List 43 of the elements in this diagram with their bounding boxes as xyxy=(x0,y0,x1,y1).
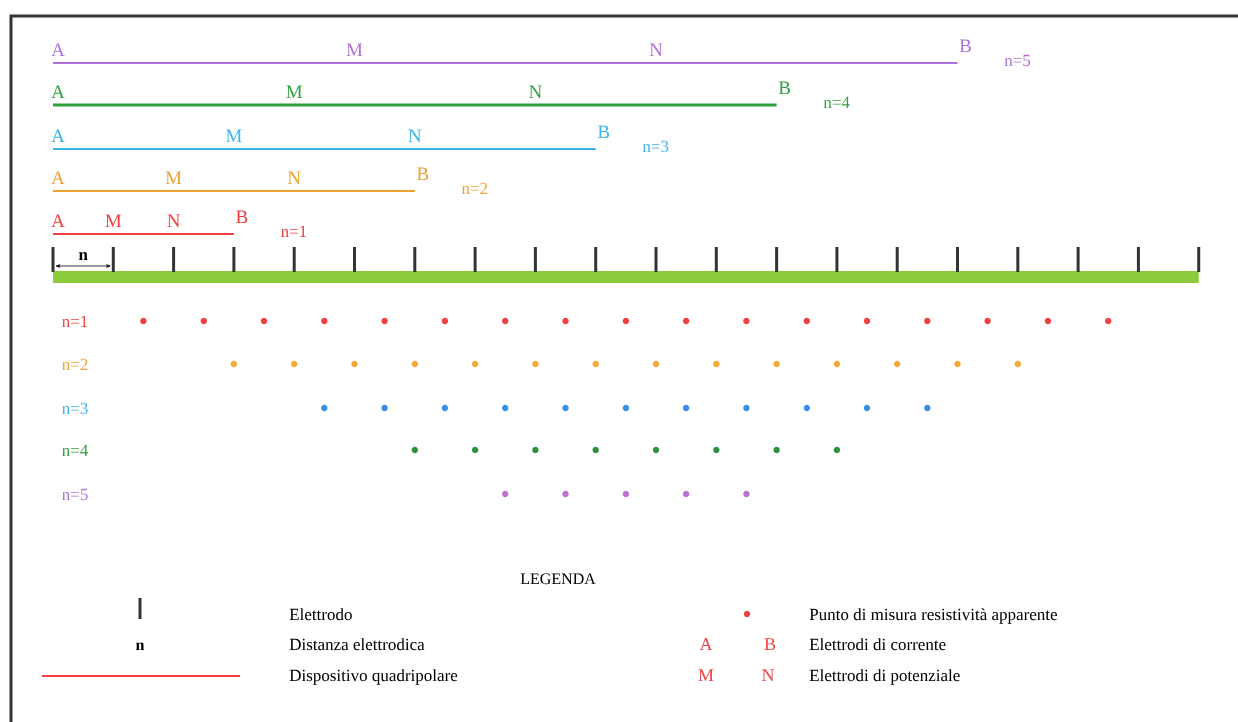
depth-label: n=4 xyxy=(62,444,89,456)
legend-text: Elettrodi di corrente xyxy=(809,638,946,651)
electrode-letter: A xyxy=(51,129,65,142)
spacing-label: n=4 xyxy=(823,96,850,108)
electrode-letter: B xyxy=(778,81,790,95)
electrode-letter: B xyxy=(417,167,429,181)
electrode-letter: B xyxy=(764,638,776,651)
electrode-letter: M xyxy=(165,171,182,184)
electrode-letter: M xyxy=(226,129,242,142)
legend-text: Punto di misura resistività apparente xyxy=(809,608,1057,624)
depth-label: n=3 xyxy=(62,402,88,415)
electrode-letter: N xyxy=(408,129,422,142)
legend-heading: LEGENDA xyxy=(520,573,596,585)
spacing-label: n=5 xyxy=(1004,54,1031,67)
electrode-letter: M xyxy=(105,214,122,227)
electrode-letter: A xyxy=(51,85,65,98)
electrode-letter: A xyxy=(699,638,713,650)
electrode-letter: B xyxy=(597,125,610,139)
spacing-label: n=2 xyxy=(461,182,488,194)
legend-text: Distanza elettrodica xyxy=(289,638,425,651)
electrode-letter: A xyxy=(51,171,65,184)
electrode-letter: N xyxy=(287,171,301,184)
legend-text: Elettrodi di potenziale xyxy=(809,669,960,685)
electrode-letter: N xyxy=(167,214,181,227)
depth-label: n=2 xyxy=(62,358,88,370)
spacing-label: n=1 xyxy=(281,225,307,237)
dimension-label: n xyxy=(78,252,88,260)
legend-text: Elettrodo xyxy=(289,608,352,621)
dimension-label: n xyxy=(136,642,145,650)
electrode-letter: M xyxy=(698,669,714,681)
electrode-letter: N xyxy=(649,43,663,56)
electrode-letter: N xyxy=(762,669,775,681)
electrode-letter: M xyxy=(346,43,363,56)
legend-text: Dispositivo quadripolare xyxy=(289,669,458,685)
electrode-letter: B xyxy=(959,39,971,53)
depth-label: n=5 xyxy=(62,488,88,501)
electrode-letter: B xyxy=(236,210,248,224)
electrode-letter: M xyxy=(286,85,303,98)
electrode-letter: A xyxy=(51,214,65,227)
depth-label: n=1 xyxy=(62,315,88,327)
electrode-letter: A xyxy=(51,43,65,56)
electrode-letter: N xyxy=(529,85,542,98)
spacing-label: n=3 xyxy=(642,140,669,153)
